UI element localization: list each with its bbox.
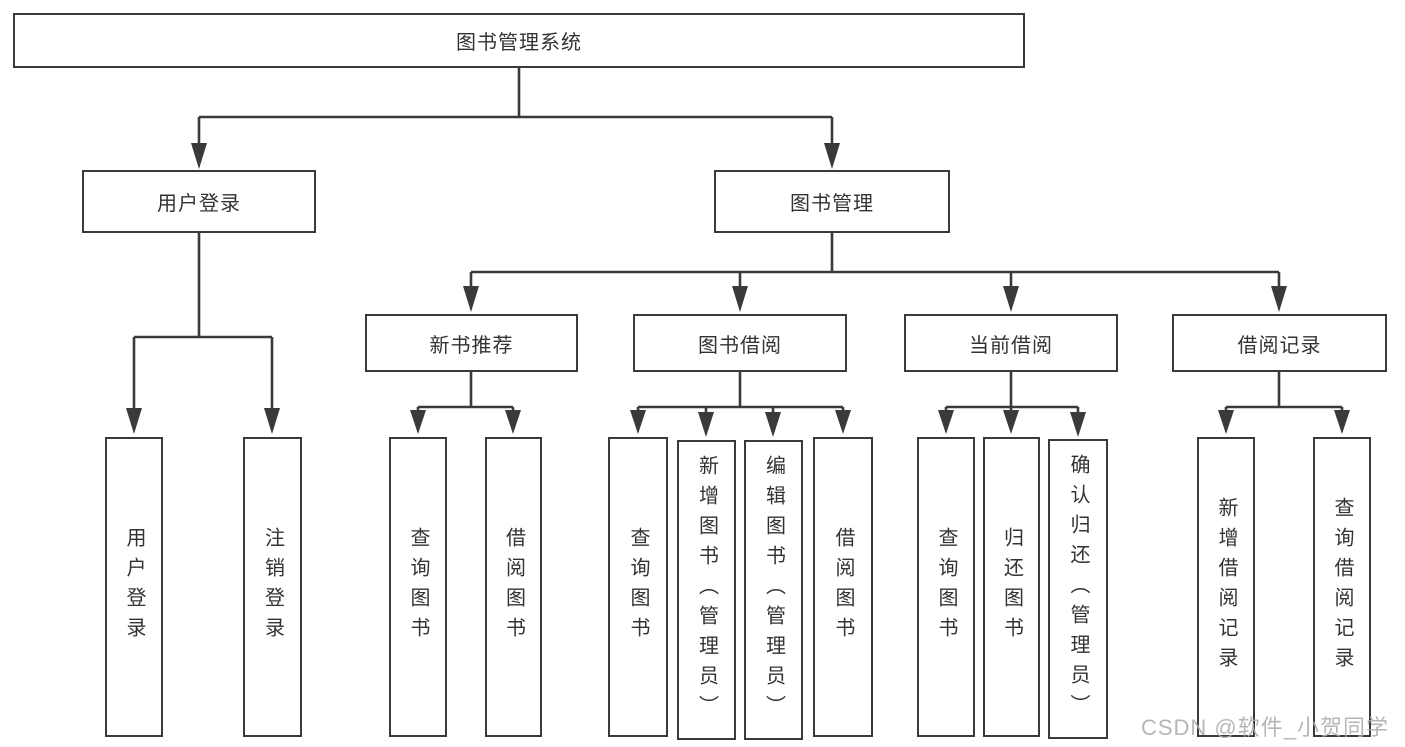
leaf-add-borrow-record: 新增借阅记录	[1197, 437, 1255, 737]
leaf-add-books-admin: 新增图书（管理员）	[677, 440, 736, 740]
leaf-label: 新增借阅记录	[1215, 497, 1237, 677]
leaf-query-books-current: 查询图书	[917, 437, 975, 737]
node-label: 用户登录	[157, 193, 241, 215]
connector-user-login-to-leaves	[126, 233, 280, 434]
leaf-label: 借阅图书	[832, 527, 854, 647]
leaf-borrow-books-recommend: 借阅图书	[485, 437, 542, 737]
leaf-borrow-books: 借阅图书	[813, 437, 873, 737]
leaf-query-books-borrow: 查询图书	[608, 437, 668, 737]
leaf-edit-books-admin: 编辑图书（管理员）	[744, 440, 803, 740]
leaf-confirm-return-admin: 确认归还（管理员）	[1048, 439, 1108, 739]
connector-root-to-level2	[191, 68, 840, 169]
leaf-label: 用户登录	[123, 527, 145, 647]
node-label: 新书推荐	[429, 334, 514, 357]
leaf-label: 注销登录	[261, 527, 284, 647]
connector-current-borrow-to-leaves	[938, 372, 1086, 437]
connector-new-book-recommend-to-leaves	[410, 372, 521, 434]
leaf-user-login: 用户登录	[105, 437, 163, 737]
leaf-label: 确认归还（管理员）	[1067, 454, 1089, 724]
node-label: 图书管理	[790, 193, 874, 215]
node-library-management-system: 图书管理系统	[13, 13, 1025, 68]
csdn-watermark: CSDN @软件_小贺同学	[1140, 715, 1389, 740]
leaf-label: 查询图书	[935, 527, 957, 647]
connector-borrow-records-to-leaves	[1218, 372, 1350, 434]
leaf-query-books-recommend: 查询图书	[389, 437, 447, 737]
leaf-label: 编辑图书（管理员）	[762, 455, 785, 725]
leaf-label: 查询图书	[627, 527, 649, 647]
node-book-management: 图书管理	[714, 170, 950, 233]
leaf-query-borrow-record: 查询借阅记录	[1313, 437, 1371, 737]
leaf-logout: 注销登录	[243, 437, 302, 737]
connector-book-management-to-level3	[463, 233, 1287, 312]
node-label: 当前借阅	[969, 334, 1053, 357]
leaf-label: 归还图书	[1000, 527, 1023, 647]
leaf-label: 借阅图书	[502, 527, 525, 647]
leaf-return-books: 归还图书	[983, 437, 1040, 737]
leaf-label: 新增图书（管理员）	[695, 455, 718, 725]
connector-book-borrow-to-leaves	[630, 372, 851, 437]
node-borrow-records: 借阅记录	[1172, 314, 1387, 372]
node-label: 图书管理系统	[456, 32, 582, 54]
leaf-label: 查询借阅记录	[1331, 497, 1353, 677]
node-book-borrow: 图书借阅	[633, 314, 847, 372]
leaf-label: 查询图书	[407, 527, 429, 647]
node-label: 借阅记录	[1237, 334, 1322, 357]
node-current-borrow: 当前借阅	[904, 314, 1118, 372]
node-label: 图书借阅	[698, 334, 782, 357]
node-new-book-recommend: 新书推荐	[365, 314, 578, 372]
node-user-login: 用户登录	[82, 170, 316, 233]
